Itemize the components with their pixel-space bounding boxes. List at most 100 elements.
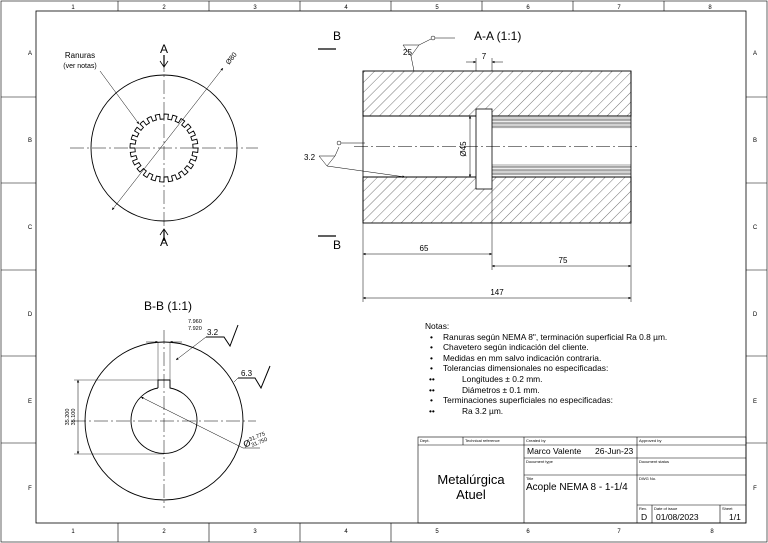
finish-top: 25 [403, 48, 412, 57]
col-label-3-bottom: 3 [253, 529, 257, 535]
tb-date: 01/08/2023 [656, 512, 699, 522]
note-bullet: • [430, 342, 433, 353]
col-label-4: 4 [344, 5, 348, 11]
callout-line-1: Ranuras [65, 51, 95, 60]
row-label-b: B [28, 138, 32, 144]
col-label-7: 7 [617, 5, 621, 11]
tb-created-by: Marco Valente [527, 446, 582, 456]
dim-147: 147 [490, 288, 504, 297]
section-mark-top: A [160, 42, 168, 56]
note-item: ••Longitudes ± 0.2 mm. [425, 374, 667, 385]
tb-approved-by-label: Approved by [639, 438, 662, 443]
col-label-6: 6 [526, 5, 530, 11]
col-label-7-bottom: 7 [617, 529, 621, 535]
dim-75: 75 [559, 256, 568, 265]
tb-document-type-label: Document type [526, 459, 553, 464]
keyway-tol-lo: 7.920 [188, 326, 202, 332]
diameter-line [111, 67, 224, 211]
col-label-8-bottom: 8 [710, 529, 714, 535]
callout-leader [99, 70, 140, 125]
tb-dept-label: Dept. [420, 438, 430, 443]
hatch-lower [362, 176, 632, 224]
tb-rev: D [641, 512, 648, 522]
dim-bore-45: Ø45 [459, 141, 468, 157]
note-item: •• Diámetros ± 0.1 mm. [425, 385, 667, 396]
tb-sheet-label: Sheet [722, 506, 733, 511]
note-bullet: •• [429, 373, 435, 384]
col-label-2: 2 [162, 5, 166, 11]
row-label-e-right: E [753, 399, 757, 405]
notes-list: • Ranuras según NEMA 8", terminación supe… [425, 332, 667, 417]
tb-created-date: 26-Jun-23 [595, 446, 634, 456]
section-aa-title: A-A (1:1) [474, 29, 521, 43]
row-label-f: F [28, 486, 32, 492]
zone-labels: 1 2 3 4 5 6 7 8 1 2 3 4 5 6 7 8 A B C D … [28, 5, 758, 535]
tb-tech-ref-label: Technical reference [465, 438, 500, 443]
note-text: Diámetros ± 0.1 mm. [462, 384, 540, 395]
col-label-5: 5 [435, 5, 439, 11]
note-item: • Tolerancias dimensionales no especifica… [425, 363, 667, 374]
finish-bore: 3.2 [304, 153, 316, 162]
cut-mark-b-top: B [333, 29, 341, 43]
keyway-bore [130, 379, 198, 454]
note-bullet: • [430, 363, 433, 374]
tb-created-by-label: Created by [526, 438, 546, 443]
tb-drwg-label: DWG No. [639, 476, 657, 481]
row-label-b-right: B [753, 138, 757, 144]
front-view [70, 55, 258, 241]
bore-dia-hi: 31.775 [248, 431, 266, 443]
row-label-a-right: A [753, 51, 757, 57]
note-item: • Terminaciones superficiales no especifi… [425, 395, 667, 406]
tb-company-line-1: Metalúrgica [437, 472, 505, 487]
row-label-d-right: D [753, 312, 758, 318]
note-text: Tolerancias dimensionales no especificad… [443, 363, 609, 374]
cut-mark-b-bottom: B [333, 238, 341, 252]
tb-company-line-2: Atuel [456, 487, 486, 502]
dim-65: 65 [420, 244, 429, 253]
note-bullet: • [430, 331, 433, 342]
spline-lines [492, 117, 631, 175]
title-block-lines [417, 436, 747, 524]
tb-document-status-label: Document status [639, 459, 670, 464]
row-label-d: D [28, 312, 33, 318]
note-item: ••Ra 3.2 µm. [425, 406, 667, 417]
note-text: Chavetero según indicación del cliente. [443, 342, 589, 353]
finish-outer: 6.3 [241, 369, 253, 378]
row-label-a: A [28, 51, 32, 57]
note-item: • Chavetero según indicación del cliente. [425, 342, 667, 353]
row-label-c-right: C [753, 225, 758, 231]
col-label-8: 8 [708, 5, 712, 11]
dim-width-7: 7 [482, 52, 487, 61]
section-bb-title: B-B (1:1) [144, 299, 192, 313]
notes-block: Notas: •Ranuras según NEMA 8", terminaci… [425, 321, 667, 416]
keyway-tol-hi: 7.960 [188, 319, 202, 325]
col-label-6-bottom: 6 [526, 529, 530, 535]
note-text: Ra 3.2 µm. [462, 405, 504, 416]
section-aa [318, 35, 640, 302]
bore-dia-lo: 31.750 [251, 437, 269, 449]
finish-keyway: 3.2 [207, 328, 219, 337]
note-text: Medidas en mm salvo indicación contraria… [443, 352, 602, 363]
col-label-1: 1 [71, 5, 75, 11]
section-mark-bottom: A [160, 235, 168, 249]
diameter-label: Ø80 [225, 51, 239, 66]
hatch-upper [362, 70, 632, 117]
col-label-3: 3 [253, 5, 257, 11]
note-item: • Ranuras según NEMA 8", terminación supe… [425, 332, 667, 343]
bore-diameter-symbol: Ø [242, 438, 252, 450]
note-bullet: •• [429, 384, 435, 395]
note-text: Terminaciones superficiales no especific… [443, 395, 613, 406]
section-bb [72, 324, 271, 508]
callout-line-2: (ver notas) [63, 63, 96, 70]
height-tol-lo: 35.100 [71, 409, 77, 426]
note-item: •Medidas en mm salvo indicación contrari… [425, 353, 667, 364]
col-label-4-bottom: 4 [344, 529, 348, 535]
tb-title: Acople NEMA 8 - 1-1/4 [526, 482, 628, 493]
note-text: Ranuras según NEMA 8", terminación super… [443, 331, 668, 342]
row-label-c: C [28, 225, 33, 231]
tb-sheet: 1/1 [729, 512, 741, 522]
note-bullet: • [430, 395, 433, 406]
tb-date-label: Date of issue [654, 506, 678, 511]
